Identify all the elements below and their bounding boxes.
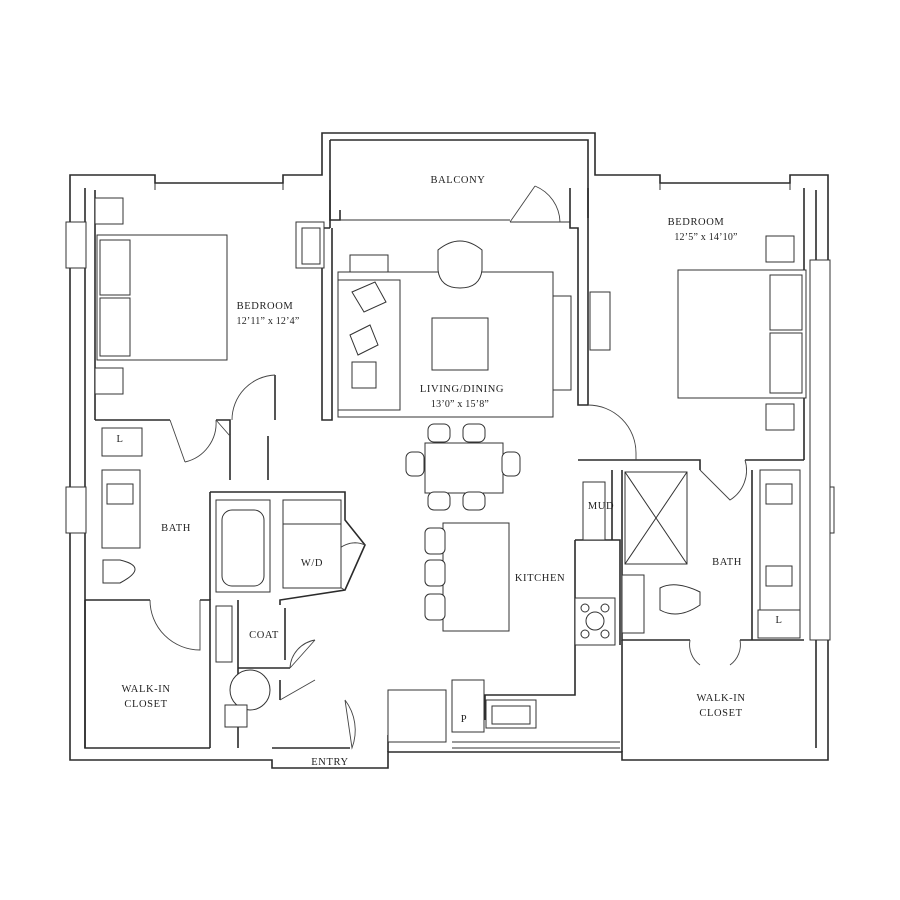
toilet-right [659,584,701,615]
coat-closet [215,605,271,728]
vanity-left [101,469,141,549]
balcony-door[interactable] [509,185,561,223]
pantry [451,679,485,733]
linen-right [757,609,801,639]
dining-table [424,442,504,494]
bedroom-left-label: BEDROOM [236,301,294,312]
coat-label: COAT [249,630,279,641]
exterior-walls [65,132,835,769]
closet-left-label-2: CLOSET [124,699,168,710]
water-heater [229,669,271,711]
bedroom-left-size: 12’11” x 12’4” [236,316,300,327]
interior-walls [84,188,804,752]
bedroom-right-door[interactable] [587,404,637,460]
closet-right-doors[interactable] [689,639,741,666]
bedroom-right-label: BEDROOM [667,217,725,228]
living-furniture [337,240,611,511]
bath-left-door[interactable] [169,419,231,463]
mud-label: MUD [587,501,615,512]
living-dining-label: LIVING/DINING [419,384,505,395]
fridge [387,689,447,743]
linen-right-label: L [775,615,783,626]
coffee-table [431,317,489,371]
bath-left-label: BATH [161,523,191,534]
closet-left-label-1: WALK-IN [121,684,171,695]
bedroom-left-door[interactable] [231,374,276,421]
armchair [437,240,483,289]
tub-left [215,499,271,593]
bath-right-fixtures [621,469,801,639]
vanity-right [759,469,801,611]
linen-left-label: L [116,434,124,445]
bath-right-door[interactable] [699,459,747,501]
entry-label: ENTRY [311,757,349,768]
bath-right-label: BATH [712,557,742,568]
doors [149,374,747,750]
bedroom-right-furniture [677,235,807,431]
pantry-label: P [460,714,468,725]
washer-dryer-label: W/D [300,558,324,569]
bath-left-fixtures [101,427,342,593]
kitchen-island [442,522,510,632]
toilet-left [102,559,136,584]
bedroom-left-furniture [94,197,325,395]
closet-right-label-2: CLOSET [699,708,743,719]
kitchen-label: KITCHEN [514,573,566,584]
closet-left-door[interactable] [149,599,201,651]
bedroom-right-size: 12’5” x 14’10” [674,232,738,243]
linen-left [101,427,143,457]
closet-right-label-1: WALK-IN [696,693,746,704]
range [574,597,616,646]
kitchen-fixtures [387,481,620,749]
entry-door[interactable] [279,679,356,750]
coat-door[interactable] [289,639,316,669]
balcony-label: BALCONY [430,175,486,186]
living-dining-size: 13’0” x 15’8” [430,399,490,410]
kitchen-sink [485,699,537,729]
washer-dryer [282,499,342,589]
